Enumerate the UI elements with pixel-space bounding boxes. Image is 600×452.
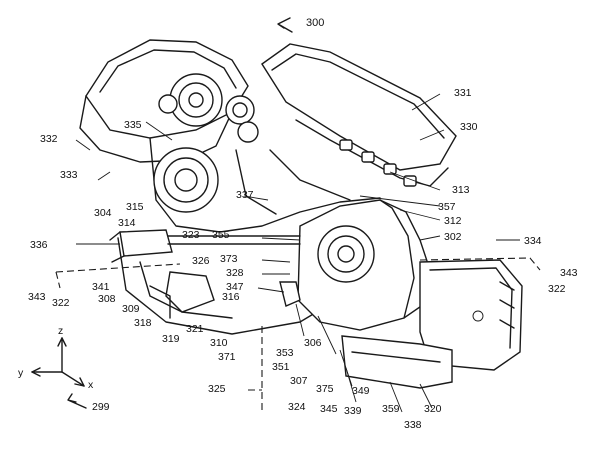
- axis-z-label: z: [58, 325, 63, 337]
- label-310: 310: [210, 337, 228, 349]
- label-322-right: 322: [548, 283, 566, 295]
- engine-block: [79, 39, 457, 335]
- axis-y-label: y: [18, 367, 24, 379]
- label-343-right: 343: [560, 267, 578, 279]
- label-318: 318: [134, 317, 152, 329]
- label-326: 326: [192, 255, 210, 267]
- axis-x-label: x: [88, 379, 94, 391]
- label-307: 307: [290, 375, 308, 387]
- label-324: 324: [288, 401, 306, 413]
- accessory-pulleys: [153, 73, 259, 213]
- mount-bracket: [109, 229, 301, 319]
- reference-plane-lines: [55, 257, 541, 410]
- label-339: 339: [344, 405, 362, 417]
- label-325: 325: [208, 383, 226, 395]
- leader-lines: [75, 17, 520, 413]
- label-299: 299: [92, 401, 110, 413]
- label-345: 345: [320, 403, 338, 415]
- label-313: 313: [452, 184, 470, 196]
- label-309: 309: [122, 303, 140, 315]
- label-320: 320: [424, 403, 442, 415]
- label-322-left: 322: [52, 297, 70, 309]
- label-375: 375: [316, 383, 334, 395]
- label-314: 314: [118, 217, 136, 229]
- label-304: 304: [94, 207, 112, 219]
- label-330: 330: [460, 121, 478, 133]
- label-321: 321: [186, 323, 204, 335]
- label-306: 306: [304, 337, 322, 349]
- label-308: 308: [98, 293, 116, 305]
- label-351: 351: [272, 361, 290, 373]
- label-341: 341: [92, 281, 110, 293]
- label-328: 328: [226, 267, 244, 279]
- transmission-assembly: [297, 199, 523, 389]
- label-355: 355: [212, 229, 230, 241]
- label-300: 300: [306, 17, 324, 29]
- label-323: 323: [182, 229, 200, 241]
- label-335: 335: [124, 119, 142, 131]
- reference-labels: 300 331 330 332 335 333 313 357 312 302 …: [28, 17, 578, 431]
- label-338: 338: [404, 419, 422, 431]
- label-371: 371: [218, 351, 236, 363]
- label-357: 357: [438, 201, 456, 213]
- label-319: 319: [162, 333, 180, 345]
- label-337: 337: [236, 189, 254, 201]
- label-302: 302: [444, 231, 462, 243]
- axis-triad: [31, 337, 85, 387]
- label-332: 332: [40, 133, 58, 145]
- label-315: 315: [126, 201, 144, 213]
- label-331: 331: [454, 87, 472, 99]
- label-333: 333: [60, 169, 78, 181]
- label-316: 316: [222, 291, 240, 303]
- label-359: 359: [382, 403, 400, 415]
- label-353: 353: [276, 347, 294, 359]
- label-334: 334: [524, 235, 542, 247]
- label-349: 349: [352, 385, 370, 397]
- label-373: 373: [220, 253, 238, 265]
- axis-labels: z y x 299: [18, 325, 110, 413]
- label-312: 312: [444, 215, 462, 227]
- label-347: 347: [226, 281, 244, 293]
- label-343-left: 343: [28, 291, 46, 303]
- label-336: 336: [30, 239, 48, 251]
